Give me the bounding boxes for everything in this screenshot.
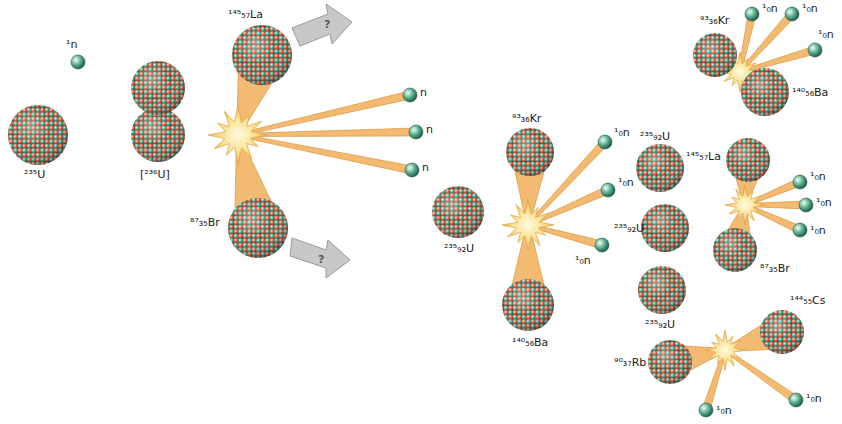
nucleus [726,138,770,182]
nucleus-shading [693,33,737,77]
gray-arrow [292,4,352,46]
isotope-label: ²³⁵₉₂U [645,318,675,331]
neutron [699,403,713,417]
neutron-label: ¹₀n [802,2,818,15]
isotope-label: ⁸⁷₃₅Br [190,216,220,229]
neutron [799,198,813,212]
nucleus [713,228,757,272]
isotope-label: ²³⁵₉₂U [614,222,644,235]
nucleus [8,105,68,165]
neutron-label: ¹₀n [618,176,634,189]
nucleus [636,144,684,192]
isotope-label: ⁹³₃₆Kr [700,14,729,27]
neutron [793,175,807,189]
nucleus-shading [741,68,789,116]
question-mark: ? [324,18,330,31]
isotope-label: ⁸⁷₃₅Br [760,262,790,275]
fission-burst [725,185,765,225]
nucleus [506,128,554,176]
neutron-label: n [420,86,427,99]
emission-cone [740,46,817,73]
nucleus [648,340,692,384]
neutron-label: ¹₀n [716,404,732,417]
isotope-label: ¹⁴⁵₅₇La [686,150,721,163]
isotope-label: ¹⁴⁴₅₅Cs [790,294,825,307]
fission-burst [705,330,745,370]
neutron-label: ¹₀n [818,28,834,41]
neutron-label: n [426,123,433,136]
neutron [595,238,609,252]
nucleus [432,186,484,238]
neutron-label: ¹₀n [810,224,826,237]
fission-burst [208,105,268,165]
neutron-label: ¹₀n [806,392,822,405]
nucleus [502,279,554,331]
nucleus-shading [760,310,804,354]
neutron-label: n [422,161,429,174]
nucleus-shading [713,228,757,272]
nucleus [641,204,689,252]
emission-cone [238,134,413,174]
isotope-label: [²³⁶U] [140,168,170,181]
isotope-label: ¹⁴⁰₅₆Ba [512,336,548,349]
nucleus-shading [638,266,686,314]
neutron [409,125,423,139]
nucleus [693,33,737,77]
neutron [598,135,612,149]
nucleus-shading [648,340,692,384]
nucleus-shading [726,138,770,182]
nucleus [131,61,185,115]
neutron [601,183,615,197]
nucleus [741,68,789,116]
isotope-label: ²³⁵₉₂U [444,242,474,255]
isotope-label: ²³⁵U [24,168,45,181]
neutron [785,7,799,21]
nucleus [638,266,686,314]
neutron [405,163,419,177]
neutron-label: ¹n [66,38,77,51]
neutron-label: ¹₀n [575,254,591,267]
nucleus-shading [131,61,185,115]
nucleus [232,25,292,85]
neutron-label: ¹₀n [810,170,826,183]
nucleus [131,108,185,162]
isotope-label: ⁹⁰₃₇Rb [614,356,646,369]
neutron-label: ¹₀n [614,126,630,139]
nucleus-shading [506,128,554,176]
isotope-label: ¹⁴⁰₅₆Ba [792,86,828,99]
neutron-label: ¹₀n [762,2,778,15]
nucleus [760,310,804,354]
nucleus-shading [641,204,689,252]
neutron-label: ¹₀n [816,196,832,209]
nucleus-shading [228,198,288,258]
neutron [71,55,85,69]
gray-arrow [290,238,350,278]
isotope-label: ²³⁵₉₂U [640,130,670,143]
neutron [403,88,417,102]
nucleus-shading [8,105,68,165]
neutron [793,223,807,237]
question-mark: ? [318,253,324,266]
isotope-label: ¹⁴⁵₅₇La [228,8,263,21]
nucleus-shading [232,25,292,85]
neutron [789,393,803,407]
nucleus-shading [131,108,185,162]
nucleus-shading [636,144,684,192]
nucleus-shading [502,279,554,331]
unknown-arrows [290,4,352,278]
neutron [745,7,759,21]
isotope-label: ⁹³₃₆Kr [512,112,541,125]
nucleus-shading [432,186,484,238]
fission-burst [502,199,554,251]
neutron [808,43,822,57]
nucleus [228,198,288,258]
